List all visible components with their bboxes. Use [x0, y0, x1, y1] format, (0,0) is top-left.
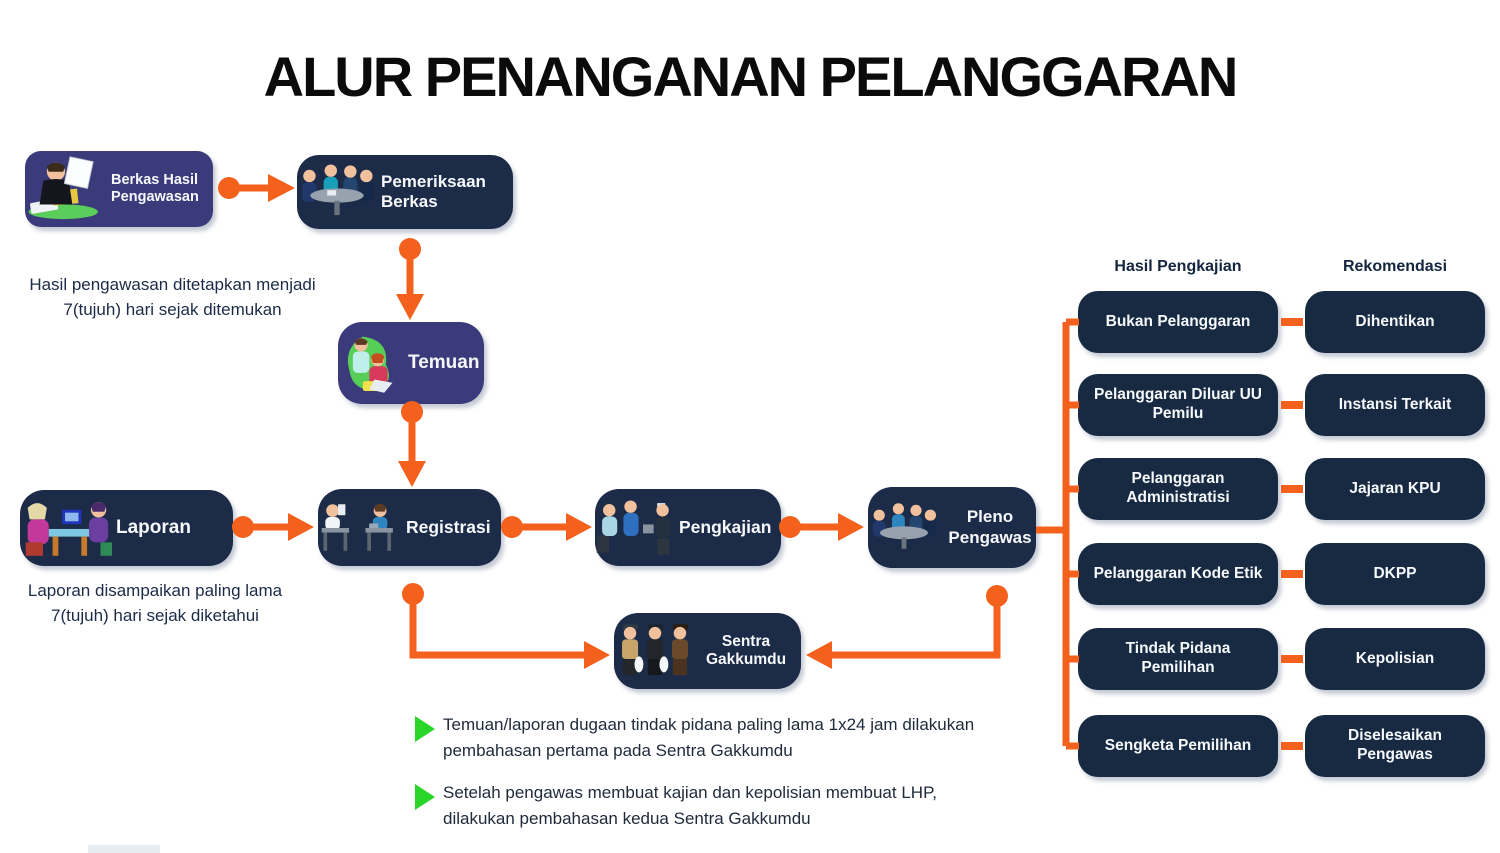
rekomendasi-label: Instansi Terkait	[1338, 395, 1452, 413]
arrow-berkas-to-pemeriksaan	[218, 174, 295, 202]
page-title: ALUR PENANGANAN PELANGGARAN	[263, 45, 1239, 108]
hasil-label: Pelanggaran Kode Etik	[1093, 564, 1263, 582]
hasil-box-tindak-pidana-pemilihan: Tindak Pidana Pemilihan	[1078, 628, 1278, 690]
node-pemeriksaan-berkas: Pemeriksaan Berkas	[297, 155, 513, 229]
rekomendasi-label: Diselesaikan Pengawas	[1348, 727, 1442, 763]
arrow-registrasi-to-pengkajian	[501, 513, 592, 541]
rekomendasi-box-instansi-terkait: Instansi Terkait	[1305, 374, 1485, 436]
node-label: Sentra Gakkumdu	[705, 632, 787, 668]
rekomendasi-box-diselesaikan-pengawas: Diselesaikan Pengawas	[1305, 715, 1485, 777]
arrow-pemeriksaan-to-temuan	[396, 238, 424, 320]
footnote-bullet-icon	[415, 716, 435, 742]
hasil-label: Bukan Pelanggaran	[1105, 312, 1251, 330]
annotation-laporan-deadline: Laporan disampaikan paling lama 7(tujuh)…	[27, 581, 283, 625]
column-header-hasil-pengkajian: Hasil Pengkajian	[1114, 258, 1242, 275]
hasil-box-pelanggaran-administratisi: Pelanggaran Administratisi	[1078, 458, 1278, 520]
arrow-temuan-to-registrasi	[398, 401, 426, 487]
rekomendasi-label: Dihentikan	[1355, 312, 1435, 330]
node-registrasi: Registrasi	[318, 489, 501, 566]
pengkajian-illustration	[595, 498, 675, 558]
node-label: Pengkajian	[679, 517, 772, 538]
pleno-illustration	[868, 500, 940, 556]
rekomendasi-label: Jajaran KPU	[1349, 479, 1441, 497]
footnote-pembahasan-kedua: Setelah pengawas membuat kajian dan kepo…	[443, 783, 937, 828]
node-berkas-hasil-pengawasan: Berkas Hasil Pengawasan	[25, 151, 213, 227]
footnote-pembahasan-pertama: Temuan/laporan dugaan tindak pidana pali…	[443, 715, 975, 760]
node-temuan: Temuan	[338, 322, 484, 404]
node-pengkajian: Pengkajian	[595, 489, 781, 566]
arrow-pleno-to-gakkumdu	[806, 585, 1008, 669]
node-label: Pleno Pengawas	[948, 507, 1032, 547]
connector-row-links	[1281, 318, 1303, 750]
node-label: Registrasi	[406, 517, 491, 538]
annotation-temuan-deadline: Hasil pengawasan ditetapkan menjadi 7(tu…	[29, 275, 316, 319]
rekomendasi-box-kepolisian: Kepolisian	[1305, 628, 1485, 690]
node-pleno-pengawas: Pleno Pengawas	[868, 487, 1036, 568]
rekomendasi-label: Kepolisian	[1355, 649, 1435, 667]
node-label: Pemeriksaan Berkas	[381, 171, 486, 211]
hasil-label: Sengketa Pemilihan	[1104, 736, 1252, 754]
rekomendasi-box-dihentikan: Dihentikan	[1305, 291, 1485, 353]
arrow-pengkajian-to-pleno	[779, 513, 864, 541]
gakkumdu-illustration	[614, 619, 696, 683]
rekomendasi-box-jajaran-kpu: Jajaran KPU	[1305, 458, 1485, 520]
node-label: Laporan	[116, 516, 191, 538]
registrasi-illustration	[318, 499, 402, 557]
pemeriksaan-illustration	[297, 162, 377, 222]
hasil-label: Pelanggaran Administratisi	[1126, 470, 1230, 506]
hasil-label: Pelanggaran Diluar UU Pemilu	[1094, 386, 1262, 422]
rekomendasi-label: DKPP	[1373, 564, 1417, 582]
hasil-box-pelanggaran-diluar-uu: Pelanggaran Diluar UU Pemilu	[1078, 374, 1278, 436]
connector-trunk-hasil-pengkajian	[1062, 318, 1079, 750]
rekomendasi-box-dkpp: DKPP	[1305, 543, 1485, 605]
arrow-registrasi-to-gakkumdu	[402, 583, 610, 669]
hasil-box-bukan-pelanggaran: Bukan Pelanggaran	[1078, 291, 1278, 353]
hasil-label: Tindak Pidana Pemilihan	[1125, 640, 1231, 676]
arrow-laporan-to-registrasi	[232, 513, 314, 541]
berkas-illustration	[25, 156, 107, 222]
bottom-left-artifact	[88, 845, 160, 853]
node-label: Berkas Hasil Pengawasan	[111, 171, 199, 205]
column-header-rekomendasi: Rekomendasi	[1342, 258, 1448, 275]
hasil-box-sengketa-pemilihan: Sengketa Pemilihan	[1078, 715, 1278, 777]
node-label: Temuan	[408, 351, 480, 373]
footnote-bullet-icon	[415, 784, 435, 810]
node-sentra-gakkumdu: Sentra Gakkumdu	[614, 613, 801, 689]
node-laporan: Laporan	[20, 490, 233, 566]
laporan-illustration	[20, 496, 112, 560]
temuan-illustration	[338, 327, 404, 399]
hasil-box-pelanggaran-kode-etik: Pelanggaran Kode Etik	[1078, 543, 1278, 605]
